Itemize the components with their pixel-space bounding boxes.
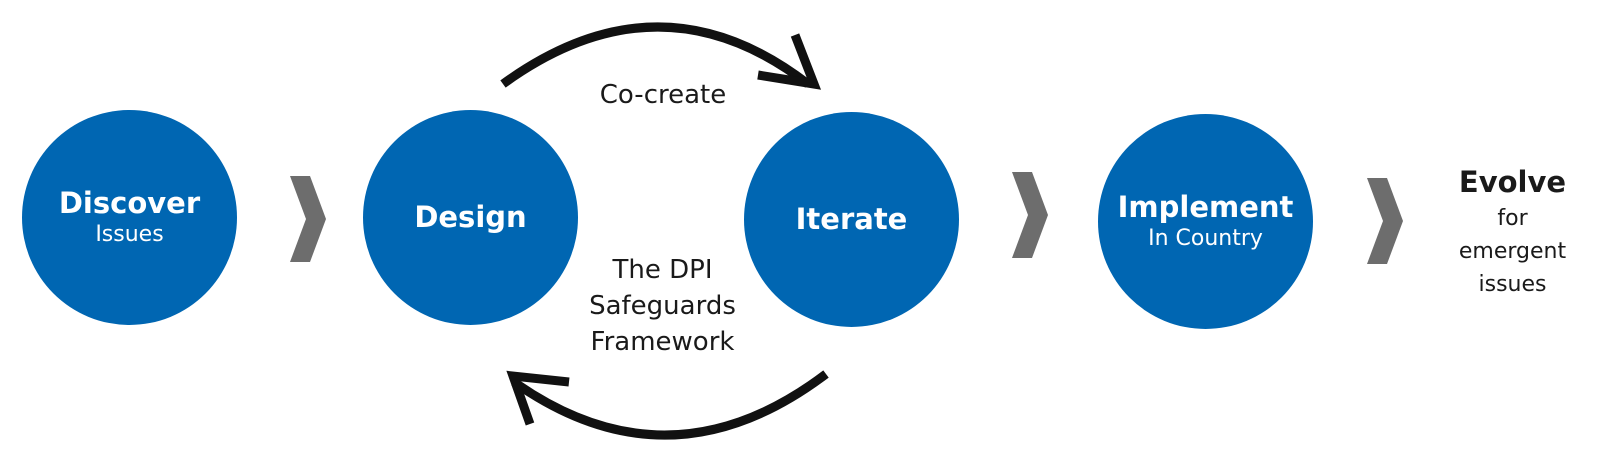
discover-subtitle: Issues [95, 221, 164, 247]
feedback-arc-arrow [511, 370, 829, 440]
evolve-step: Evolve for emergent issues [1425, 162, 1600, 301]
evolve-desc-line: emergent [1458, 239, 1567, 264]
feedback-arrowhead [506, 370, 570, 426]
design-circle: Design [363, 110, 578, 325]
framework-label-line: The DPI [612, 255, 713, 285]
framework-label-line: Framework [590, 327, 735, 357]
iterate-circle: Iterate [744, 112, 959, 327]
chevron-right-icon [1367, 178, 1403, 264]
evolve-desc-line: for [1497, 206, 1528, 231]
co-create-arc-arrow [500, 22, 811, 88]
co-create-label: Co-create [599, 80, 727, 110]
chevron-right-icon [1012, 172, 1048, 258]
design-title: Design [414, 200, 527, 235]
evolve-title: Evolve [1458, 165, 1567, 199]
discover-title: Discover [58, 185, 201, 220]
implement-circle: Implement In Country [1098, 114, 1313, 329]
implement-subtitle: In Country [1148, 225, 1263, 251]
implement-title: Implement [1117, 189, 1294, 224]
iterate-title: Iterate [795, 202, 908, 237]
chevron-right-icon [290, 176, 326, 262]
evolve-desc-line: issues [1478, 272, 1547, 297]
framework-label: The DPI Safeguards Framework [555, 252, 770, 360]
framework-label-line: Safeguards [589, 291, 736, 321]
discover-circle: Discover Issues [22, 110, 237, 325]
co-create-arrowhead [757, 33, 822, 90]
